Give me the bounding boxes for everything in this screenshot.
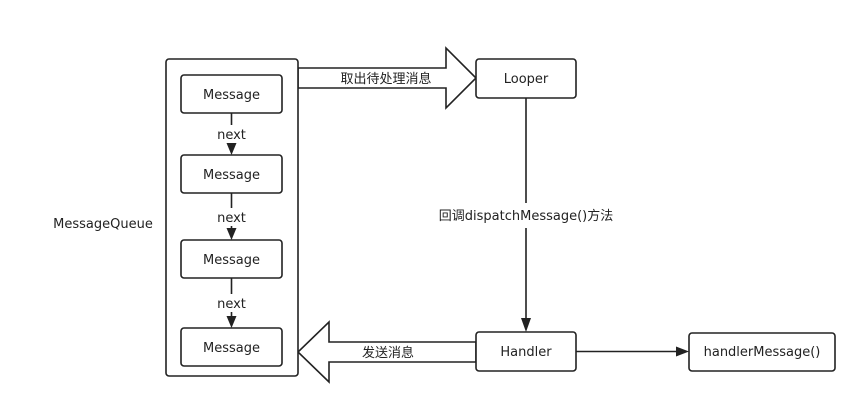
next-arrowhead-3 xyxy=(226,316,237,328)
next-label-2: next xyxy=(217,211,246,226)
message-node-1-label: Message xyxy=(203,88,260,103)
handler-message-arrowhead xyxy=(676,346,689,357)
handler-label: Handler xyxy=(500,345,552,360)
next-arrowhead-2 xyxy=(226,228,237,240)
handler-message-node xyxy=(688,332,836,372)
next-label-1: next xyxy=(217,128,246,143)
next-arrowhead-1 xyxy=(226,143,237,155)
message-node-4-label: Message xyxy=(203,341,260,356)
looper-label: Looper xyxy=(504,72,549,87)
next-label-3: next xyxy=(217,297,246,312)
take-message-label: 取出待处理消息 xyxy=(340,71,431,87)
callback-arrowhead xyxy=(521,318,531,332)
message-node-3-label: Message xyxy=(203,253,260,268)
message-queue-label: MessageQueue xyxy=(53,217,153,232)
callback-label: 回调dispatchMessage()方法 xyxy=(439,208,613,224)
send-message-label: 发送消息 xyxy=(362,345,414,361)
message-queue-container xyxy=(165,58,299,377)
send-message-arrow xyxy=(296,320,477,384)
message-node-2-label: Message xyxy=(203,168,260,183)
take-message-arrow xyxy=(297,46,478,110)
handler-message-label: handlerMessage() xyxy=(704,345,821,360)
